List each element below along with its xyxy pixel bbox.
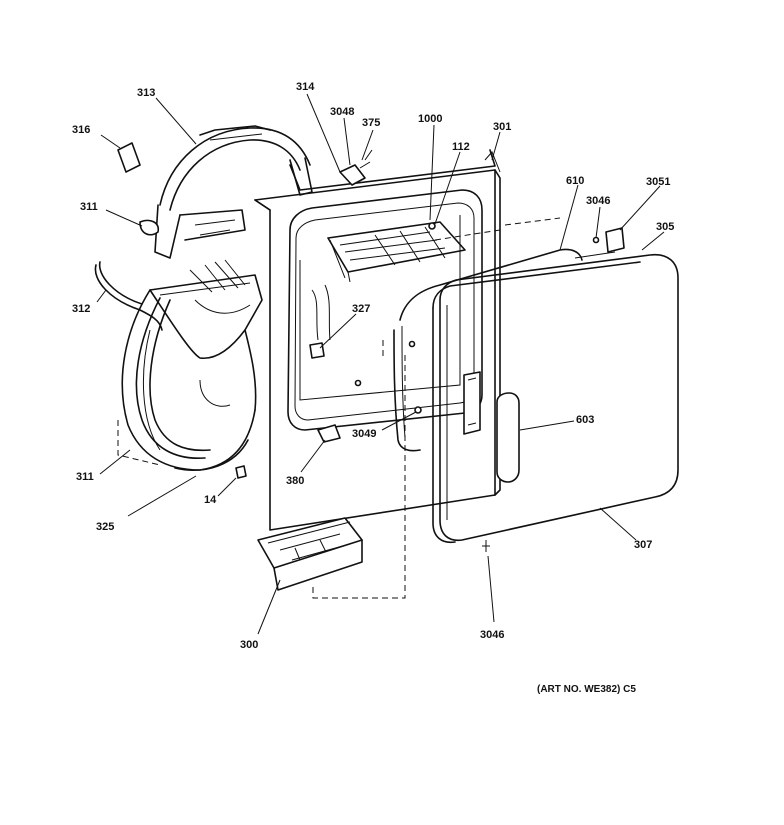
- screw-112: [428, 222, 436, 230]
- label-314: 314: [296, 81, 315, 93]
- small-clip-part: [235, 465, 247, 479]
- label-305: 305: [656, 221, 674, 233]
- label-311-bottom: 311: [76, 471, 94, 483]
- screw-panel-b: [408, 340, 416, 348]
- guide-line-c: [504, 217, 561, 226]
- label-3046-bottom: 3046: [480, 629, 504, 641]
- lint-filter: [327, 221, 466, 283]
- label-380: 380: [286, 475, 304, 487]
- screw-3046-bottom: [482, 540, 490, 552]
- door-gasket: [399, 248, 583, 321]
- label-307: 307: [634, 539, 652, 551]
- felt-seal: [174, 439, 249, 471]
- door-handle: [496, 392, 520, 483]
- front-panel: [254, 149, 501, 531]
- label-327: 327: [352, 303, 370, 315]
- label-3046-top: 3046: [586, 195, 610, 207]
- drum: [121, 259, 263, 471]
- door-hinge: [463, 371, 481, 435]
- label-375: 375: [362, 117, 380, 129]
- leader-lines: [96, 93, 665, 635]
- screw-3046-top: [592, 236, 600, 244]
- guide-line-e: [117, 420, 161, 466]
- label-312: 312: [72, 303, 90, 315]
- art-number: (ART NO. WE382) C5: [537, 684, 636, 695]
- toe-panel: [257, 517, 363, 591]
- label-3048: 3048: [330, 106, 354, 118]
- bearing-clip-top: [139, 219, 160, 236]
- light-socket: [339, 164, 366, 186]
- label-313: 313: [137, 87, 155, 99]
- label-603: 603: [576, 414, 594, 426]
- glide-part: [117, 142, 141, 173]
- label-1000: 1000: [418, 113, 442, 125]
- door-switch: [309, 342, 325, 359]
- label-610: 610: [566, 175, 584, 187]
- label-301: 301: [493, 121, 511, 133]
- label-325: 325: [96, 521, 114, 533]
- label-3051: 3051: [646, 176, 670, 188]
- drive-belt: [94, 264, 163, 331]
- label-112: 112: [452, 141, 470, 153]
- label-316: 316: [72, 124, 90, 136]
- door: [432, 251, 679, 544]
- guide-line-b: [434, 229, 501, 241]
- screw-panel-a: [354, 379, 362, 387]
- label-3049: 3049: [352, 428, 376, 440]
- label-311-top: 311: [80, 201, 98, 213]
- drum-rear-support-ring: [154, 125, 313, 259]
- label-300: 300: [240, 639, 258, 651]
- duct-seal: [142, 329, 161, 451]
- guide-line-a: [312, 355, 406, 599]
- hinge-bracket: [605, 227, 625, 253]
- label-14: 14: [204, 494, 217, 506]
- screw-3049: [414, 406, 422, 414]
- door-strike: [317, 424, 341, 443]
